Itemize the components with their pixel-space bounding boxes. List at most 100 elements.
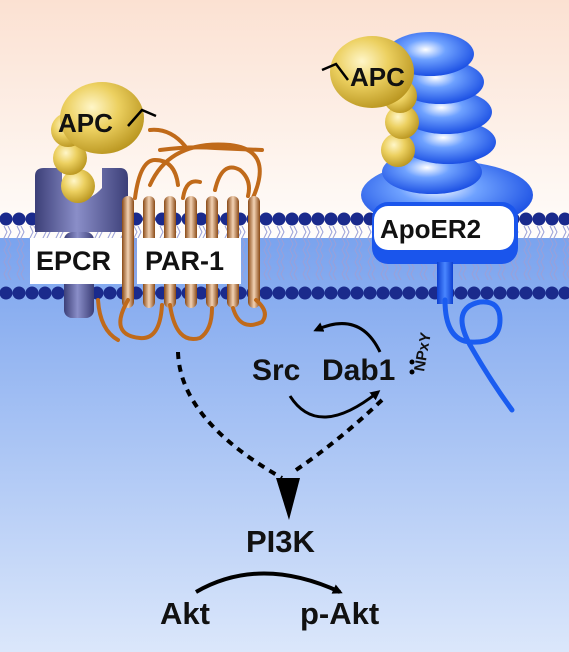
lipid-head-inner [272, 286, 286, 300]
lipid-head-outer [285, 212, 299, 226]
lipid-tail [289, 225, 294, 281]
lipid-tail [16, 225, 21, 281]
lipid-head-inner [51, 286, 65, 300]
lipid-head-inner [376, 286, 390, 300]
lipid-tail [293, 225, 298, 281]
lipid-tail [20, 225, 25, 281]
src-activation-arrow-bottom [288, 390, 381, 419]
epcr-label: EPCR [36, 246, 111, 276]
lipid-head-outer [519, 212, 533, 226]
lipid-head-outer [12, 212, 26, 226]
npxy-label: NPxY [411, 331, 435, 373]
src-label: Src [252, 354, 300, 387]
lipid-head-inner [493, 286, 507, 300]
apoer2-label: ApoER2 [380, 214, 481, 244]
pi3k-label: PI3K [246, 524, 316, 559]
lipid-head-inner [311, 286, 325, 300]
akt-phosphorylation-arrow [194, 571, 343, 594]
lipid-tail [354, 225, 359, 281]
lipid-tail [540, 225, 545, 281]
lipid-head-outer [545, 212, 559, 226]
lipid-head-inner [389, 286, 403, 300]
lipid-tail [315, 225, 320, 281]
lipid-head-inner [454, 286, 468, 300]
lipid-tail [276, 225, 281, 281]
lipid-head-outer [324, 212, 338, 226]
akt-label: Akt [160, 596, 210, 631]
lipid-head-inner [25, 286, 39, 300]
lipid-tail [367, 225, 372, 281]
lipid-head-inner [298, 286, 312, 300]
lipid-tail [267, 225, 272, 281]
lipid-head-outer [337, 212, 351, 226]
lipid-head-inner [38, 286, 52, 300]
lipid-tail [263, 225, 268, 281]
lipid-head-outer [298, 212, 312, 226]
apc-left-label: APC [58, 108, 113, 138]
lipid-head-inner [324, 286, 338, 300]
lipid-head-outer [532, 212, 546, 226]
lipid-tail [3, 225, 8, 281]
apc-right-label: APC [350, 62, 405, 92]
lipid-head-inner [0, 286, 13, 300]
par1-label: PAR-1 [145, 246, 224, 276]
epcr-label-box [30, 238, 122, 284]
src-activation-arrow-top [313, 322, 382, 353]
lipid-head-inner [558, 286, 569, 300]
apc-left [51, 82, 187, 203]
cytoplasm-region [0, 238, 569, 652]
lipid-tail [523, 225, 528, 281]
lipid-head-inner [467, 286, 481, 300]
lipid-head-inner [480, 286, 494, 300]
lipid-tail [536, 225, 541, 281]
lipid-head-outer [259, 212, 273, 226]
dab1-label: Dab1 [322, 354, 395, 387]
lipid-tail [341, 225, 346, 281]
lipid-tail [332, 225, 337, 281]
lipid-tail [241, 225, 246, 281]
lipid-tail [527, 225, 532, 281]
lipid-tail [7, 225, 12, 281]
apc-right [321, 36, 419, 167]
pi3k-arrowhead [276, 478, 300, 520]
par1-to-pi3k-arrow [176, 351, 283, 480]
lipid-head-inner [337, 286, 351, 300]
dab1-npxy-binding-marks [409, 359, 415, 375]
apoer2-label-box [374, 206, 514, 250]
lipid-tail [549, 225, 554, 281]
lipid-tail [328, 225, 333, 281]
lipid-head-inner [402, 286, 416, 300]
lipid-head-inner [545, 286, 559, 300]
lipid-head-inner [363, 286, 377, 300]
lipid-tail [133, 225, 138, 281]
lipid-head-inner [415, 286, 429, 300]
lipid-tail [358, 225, 363, 281]
lipid-head-outer [0, 212, 13, 226]
lipid-head-outer [194, 212, 208, 226]
lipid-head-inner [259, 286, 273, 300]
par1-label-box [137, 238, 241, 284]
lipid-head-outer [272, 212, 286, 226]
lipid-head-inner [103, 286, 117, 300]
lipid-head-outer [350, 212, 364, 226]
lipid-head-inner [532, 286, 546, 300]
lipid-head-inner [519, 286, 533, 300]
lipid-head-outer [558, 212, 569, 226]
lipid-tail [302, 225, 307, 281]
lipid-tail [553, 225, 558, 281]
p-akt-label: p-Akt [300, 596, 379, 631]
lipid-head-inner [350, 286, 364, 300]
dab1-to-pi3k-arrow [294, 398, 384, 472]
lipid-head-inner [12, 286, 26, 300]
lipid-tail [345, 225, 350, 281]
lipid-tail [319, 225, 324, 281]
lipid-head-outer [311, 212, 325, 226]
lipid-head-inner [506, 286, 520, 300]
lipid-tail [562, 225, 567, 281]
lipid-head-inner [194, 286, 208, 300]
lipid-tail [306, 225, 311, 281]
lipid-head-inner [285, 286, 299, 300]
lipid-tail [280, 225, 285, 281]
